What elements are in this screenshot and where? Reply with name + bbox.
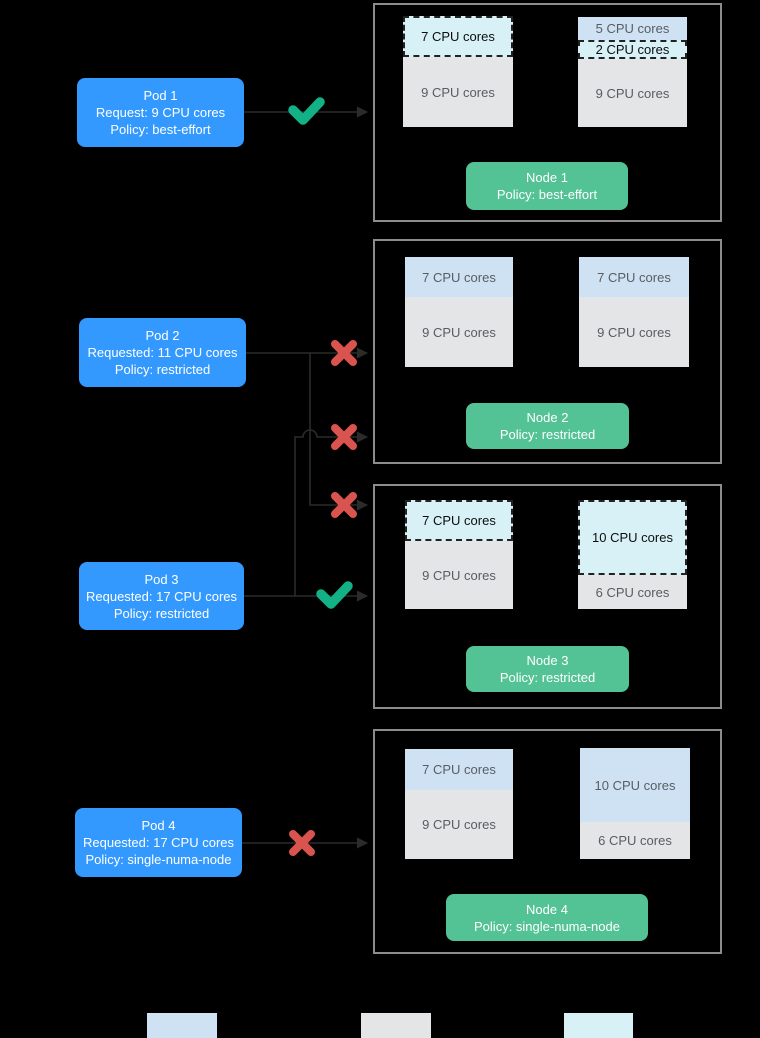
cpu-block-allocated: 7 CPU cores [579,257,689,297]
pod-request: Requested: 11 CPU cores [87,345,238,360]
cpu-block-free: 9 CPU cores [405,790,513,859]
cpu-block-label: 9 CPU cores [421,84,495,100]
node-2-box [373,239,722,464]
cpu-block-label: 10 CPU cores [592,530,673,545]
pod-request: Requested: 17 CPU cores [82,835,235,850]
pod-request: Requested: 17 CPU cores [85,588,238,604]
node-1-box [373,3,722,222]
node-3-label: Node 3 Policy: restricted [466,646,629,692]
node-1-label: Node 1 Policy: best-effort [466,162,628,210]
node-name: Node 3 [526,653,569,668]
cpu-block-free: 9 CPU cores [405,297,513,367]
cpu-block-free: 9 CPU cores [403,57,513,127]
cpu-block-new-allocation: 7 CPU cores [405,500,513,541]
legend-swatch-allocated [147,1013,217,1038]
pod-3: Pod 3 Requested: 17 CPU cores Policy: re… [79,562,244,630]
cpu-block-label: 5 CPU cores [595,21,670,36]
pod-title: Pod 2 [145,328,180,343]
node-4-label: Node 4 Policy: single-numa-node [446,894,648,941]
node-name: Node 2 [526,410,569,425]
cross-icon [331,340,357,366]
cross-icon [289,830,315,856]
pod-policy: Policy: restricted [114,362,211,377]
cpu-block-new-allocation: 2 CPU cores [578,40,687,59]
pod-1: Pod 1 Request: 9 CPU cores Policy: best-… [77,78,244,147]
cpu-block-allocated: 10 CPU cores [580,748,690,822]
cpu-block-free: 9 CPU cores [579,297,689,367]
cpu-block-label: 10 CPU cores [594,777,676,793]
pod-policy: Policy: best-effort [110,122,211,137]
legend-swatch-free [361,1013,431,1038]
check-icon [288,97,325,125]
cross-icon [331,424,357,450]
cross-icon [331,492,357,518]
cpu-block-free: 9 CPU cores [405,541,513,609]
legend-swatch-new-allocation [564,1013,633,1038]
cpu-block-label: 9 CPU cores [422,324,496,340]
node-4-box [373,729,722,954]
cpu-block-label: 7 CPU cores [422,513,496,528]
cpu-block-free: 6 CPU cores [580,822,690,859]
pod-title: Pod 4 [141,818,176,833]
node-2-label: Node 2 Policy: restricted [466,403,629,449]
pod-4: Pod 4 Requested: 17 CPU cores Policy: si… [75,808,242,877]
cpu-block-label: 9 CPU cores [422,817,496,832]
cpu-block-free: 6 CPU cores [578,575,687,609]
pod-policy: Policy: single-numa-node [85,852,232,867]
cpu-block-new-allocation: 10 CPU cores [578,500,687,575]
pod-policy: Policy: restricted [113,605,210,621]
cpu-block-new-allocation: 7 CPU cores [403,16,513,57]
connector-pod2-node3 [309,353,369,511]
cpu-block-label: 2 CPU cores [595,42,670,57]
cpu-block-free: 9 CPU cores [578,59,687,127]
node-3-box [373,484,722,709]
cpu-block-label: 6 CPU cores [595,584,670,600]
pod-title: Pod 3 [144,571,179,587]
node-name: Node 4 [526,901,568,917]
cpu-block-label: 7 CPU cores [422,762,496,777]
cpu-block-label: 9 CPU cores [422,567,496,583]
cpu-block-allocated: 7 CPU cores [405,257,513,297]
node-name: Node 1 [526,170,568,185]
cpu-block-label: 7 CPU cores [422,269,496,285]
cpu-block-label: 7 CPU cores [597,269,671,285]
node-policy: Policy: best-effort [496,187,598,202]
node-policy: Policy: single-numa-node [474,918,620,934]
cpu-block-label: 9 CPU cores [595,85,670,101]
check-icon [316,581,353,609]
pod-2: Pod 2 Requested: 11 CPU cores Policy: re… [79,318,246,387]
node-policy: Policy: restricted [499,427,596,442]
cpu-block-allocated: 7 CPU cores [405,749,513,790]
pod-title: Pod 1 [143,88,178,103]
cpu-block-label: 6 CPU cores [598,833,672,848]
node-policy: Policy: restricted [499,670,596,685]
connector-pod3-node2 [294,429,369,596]
cpu-block-allocated: 5 CPU cores [578,17,687,40]
pod-request: Request: 9 CPU cores [95,105,226,120]
cpu-block-label: 9 CPU cores [597,324,671,340]
cpu-block-label: 7 CPU cores [421,29,495,44]
